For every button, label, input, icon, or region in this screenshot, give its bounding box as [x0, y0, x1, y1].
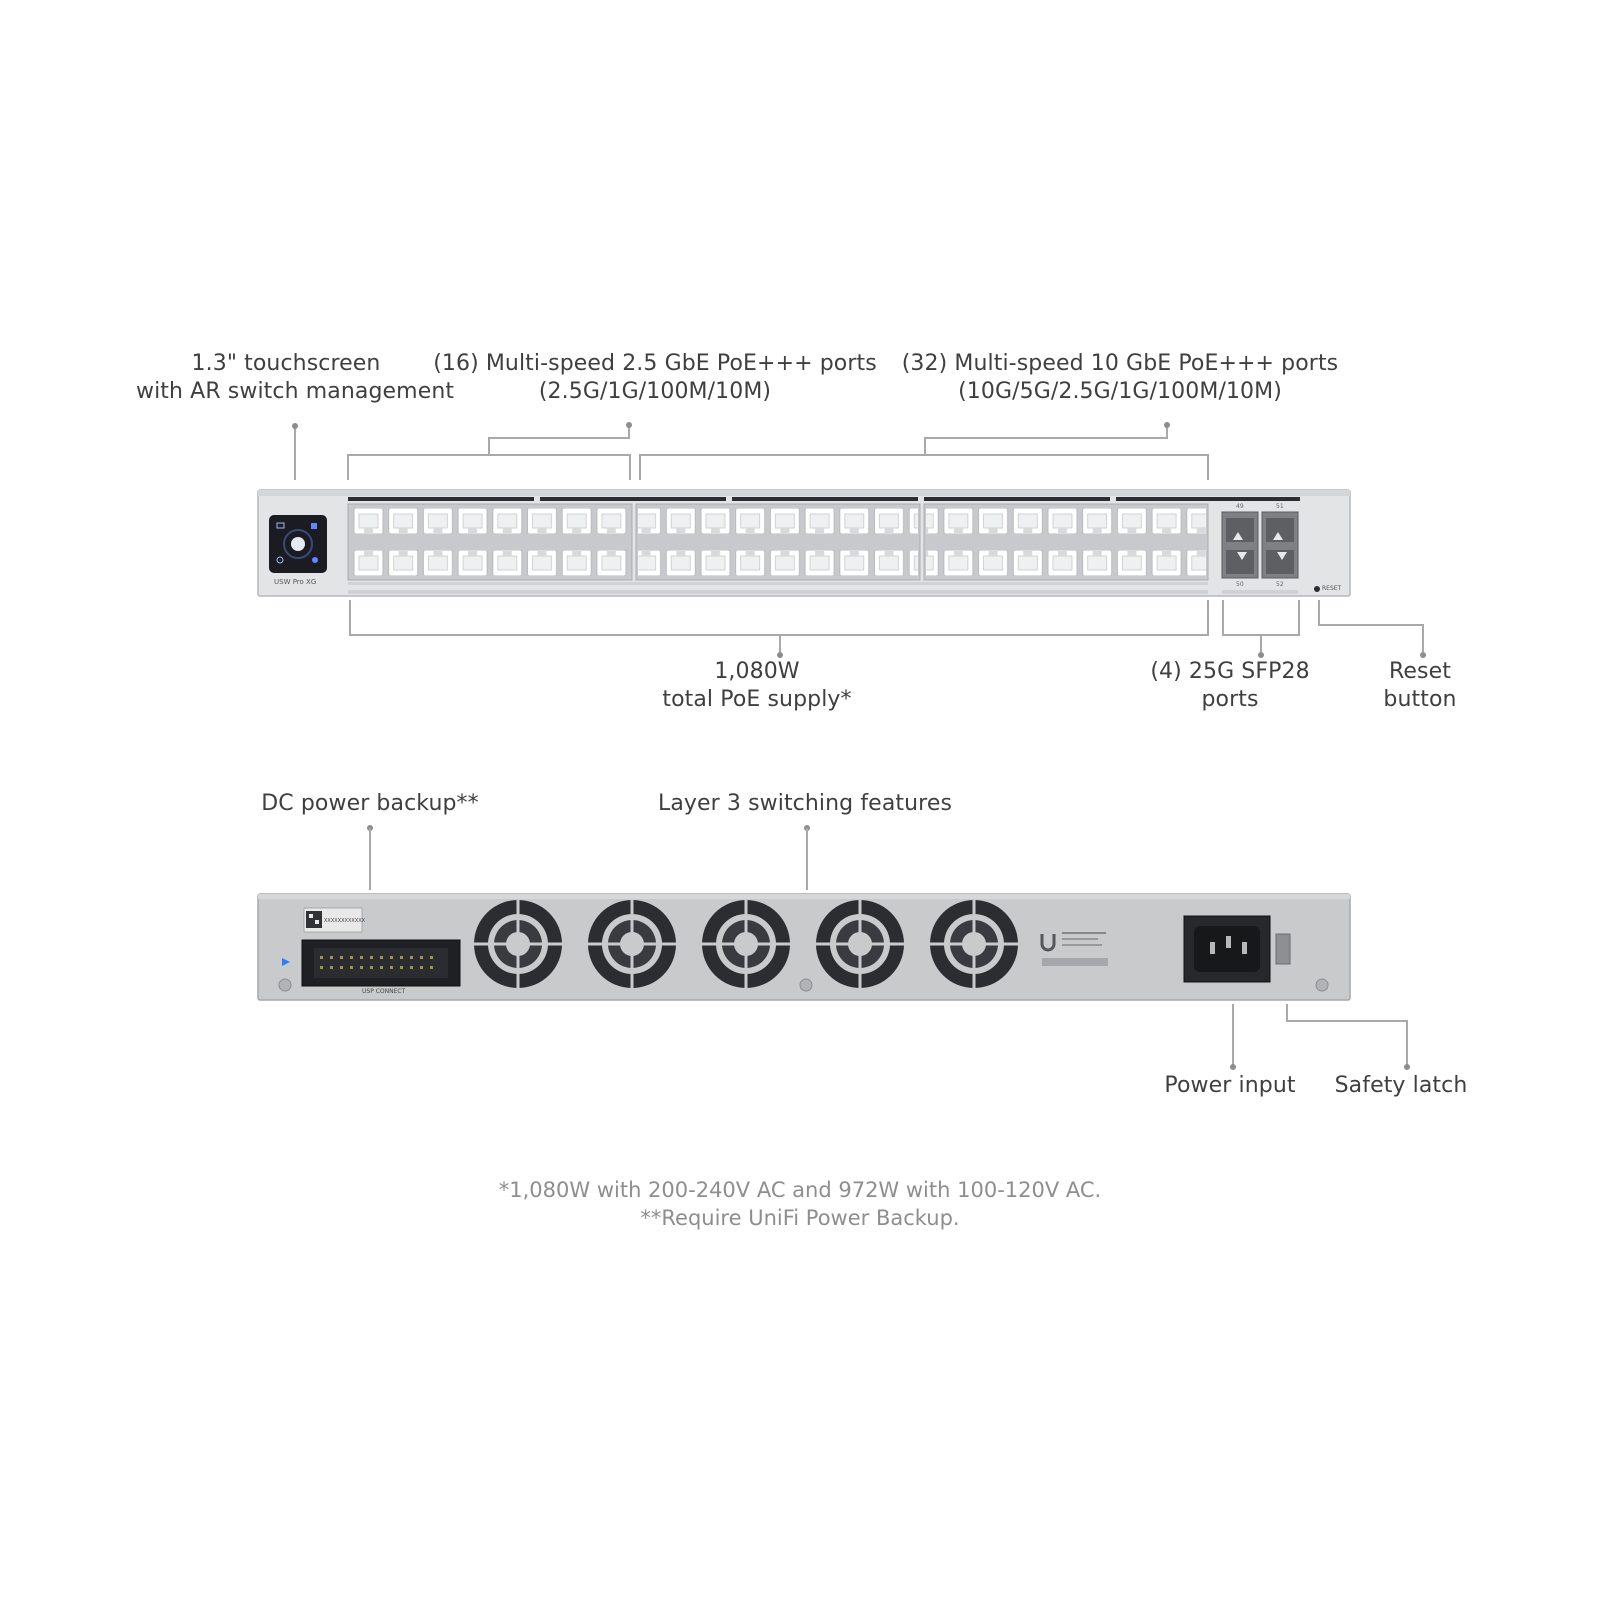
sfp-port-number: 50: [1236, 581, 1244, 588]
reset-button[interactable]: RESET: [1322, 585, 1342, 592]
ports-2-5g-label: (16) Multi-speed 2.5 GbE PoE+++ ports(2.…: [433, 351, 877, 404]
layer3-label: Layer 3 switching features: [657, 791, 953, 816]
device-model-text: USW Pro XG: [274, 578, 317, 586]
layer3-callout-line: [806, 828, 808, 890]
power-input-callout-line: [1232, 1004, 1234, 1066]
dc-backup-callout-line: [369, 828, 371, 890]
sfp-port-number: 49: [1236, 503, 1244, 510]
fan-icon: [702, 900, 790, 988]
ports-10g-label: (32) Multi-speed 10 GbE PoE+++ ports(10G…: [901, 351, 1339, 404]
dc-power-backup-label: DC power backup**: [261, 791, 479, 816]
reset-callout-line: [1318, 600, 1320, 626]
fan-icon: [588, 900, 676, 988]
touchscreen-callout-dot: [292, 423, 298, 429]
footnotes: *1,080W with 200-240V AC and 972W with 1…: [0, 1176, 1600, 1232]
serial-text: XXXXXXXXXXXX: [324, 918, 366, 924]
safety-latch-label: Safety latch: [1334, 1073, 1468, 1098]
power-input-label: Power input: [1164, 1073, 1296, 1098]
fan-icon: [474, 900, 562, 988]
touchscreen-callout-line: [294, 426, 296, 480]
ports-25g-bracket: [347, 454, 631, 456]
ports-10g-bracket: [639, 454, 1209, 456]
sfp-port-number: 51: [1276, 503, 1284, 510]
fan-icon: [930, 900, 1018, 988]
fan-icon: [816, 900, 904, 988]
footnote-backup: **Require UniFi Power Backup.: [640, 1206, 960, 1230]
sfp-port-number: 52: [1276, 581, 1284, 588]
footnote-poe: *1,080W with 200-240V AC and 972W with 1…: [498, 1178, 1102, 1202]
safety-latch-callout-line: [1286, 1004, 1288, 1022]
usp-connect-text: USP CONNECT: [362, 988, 406, 995]
